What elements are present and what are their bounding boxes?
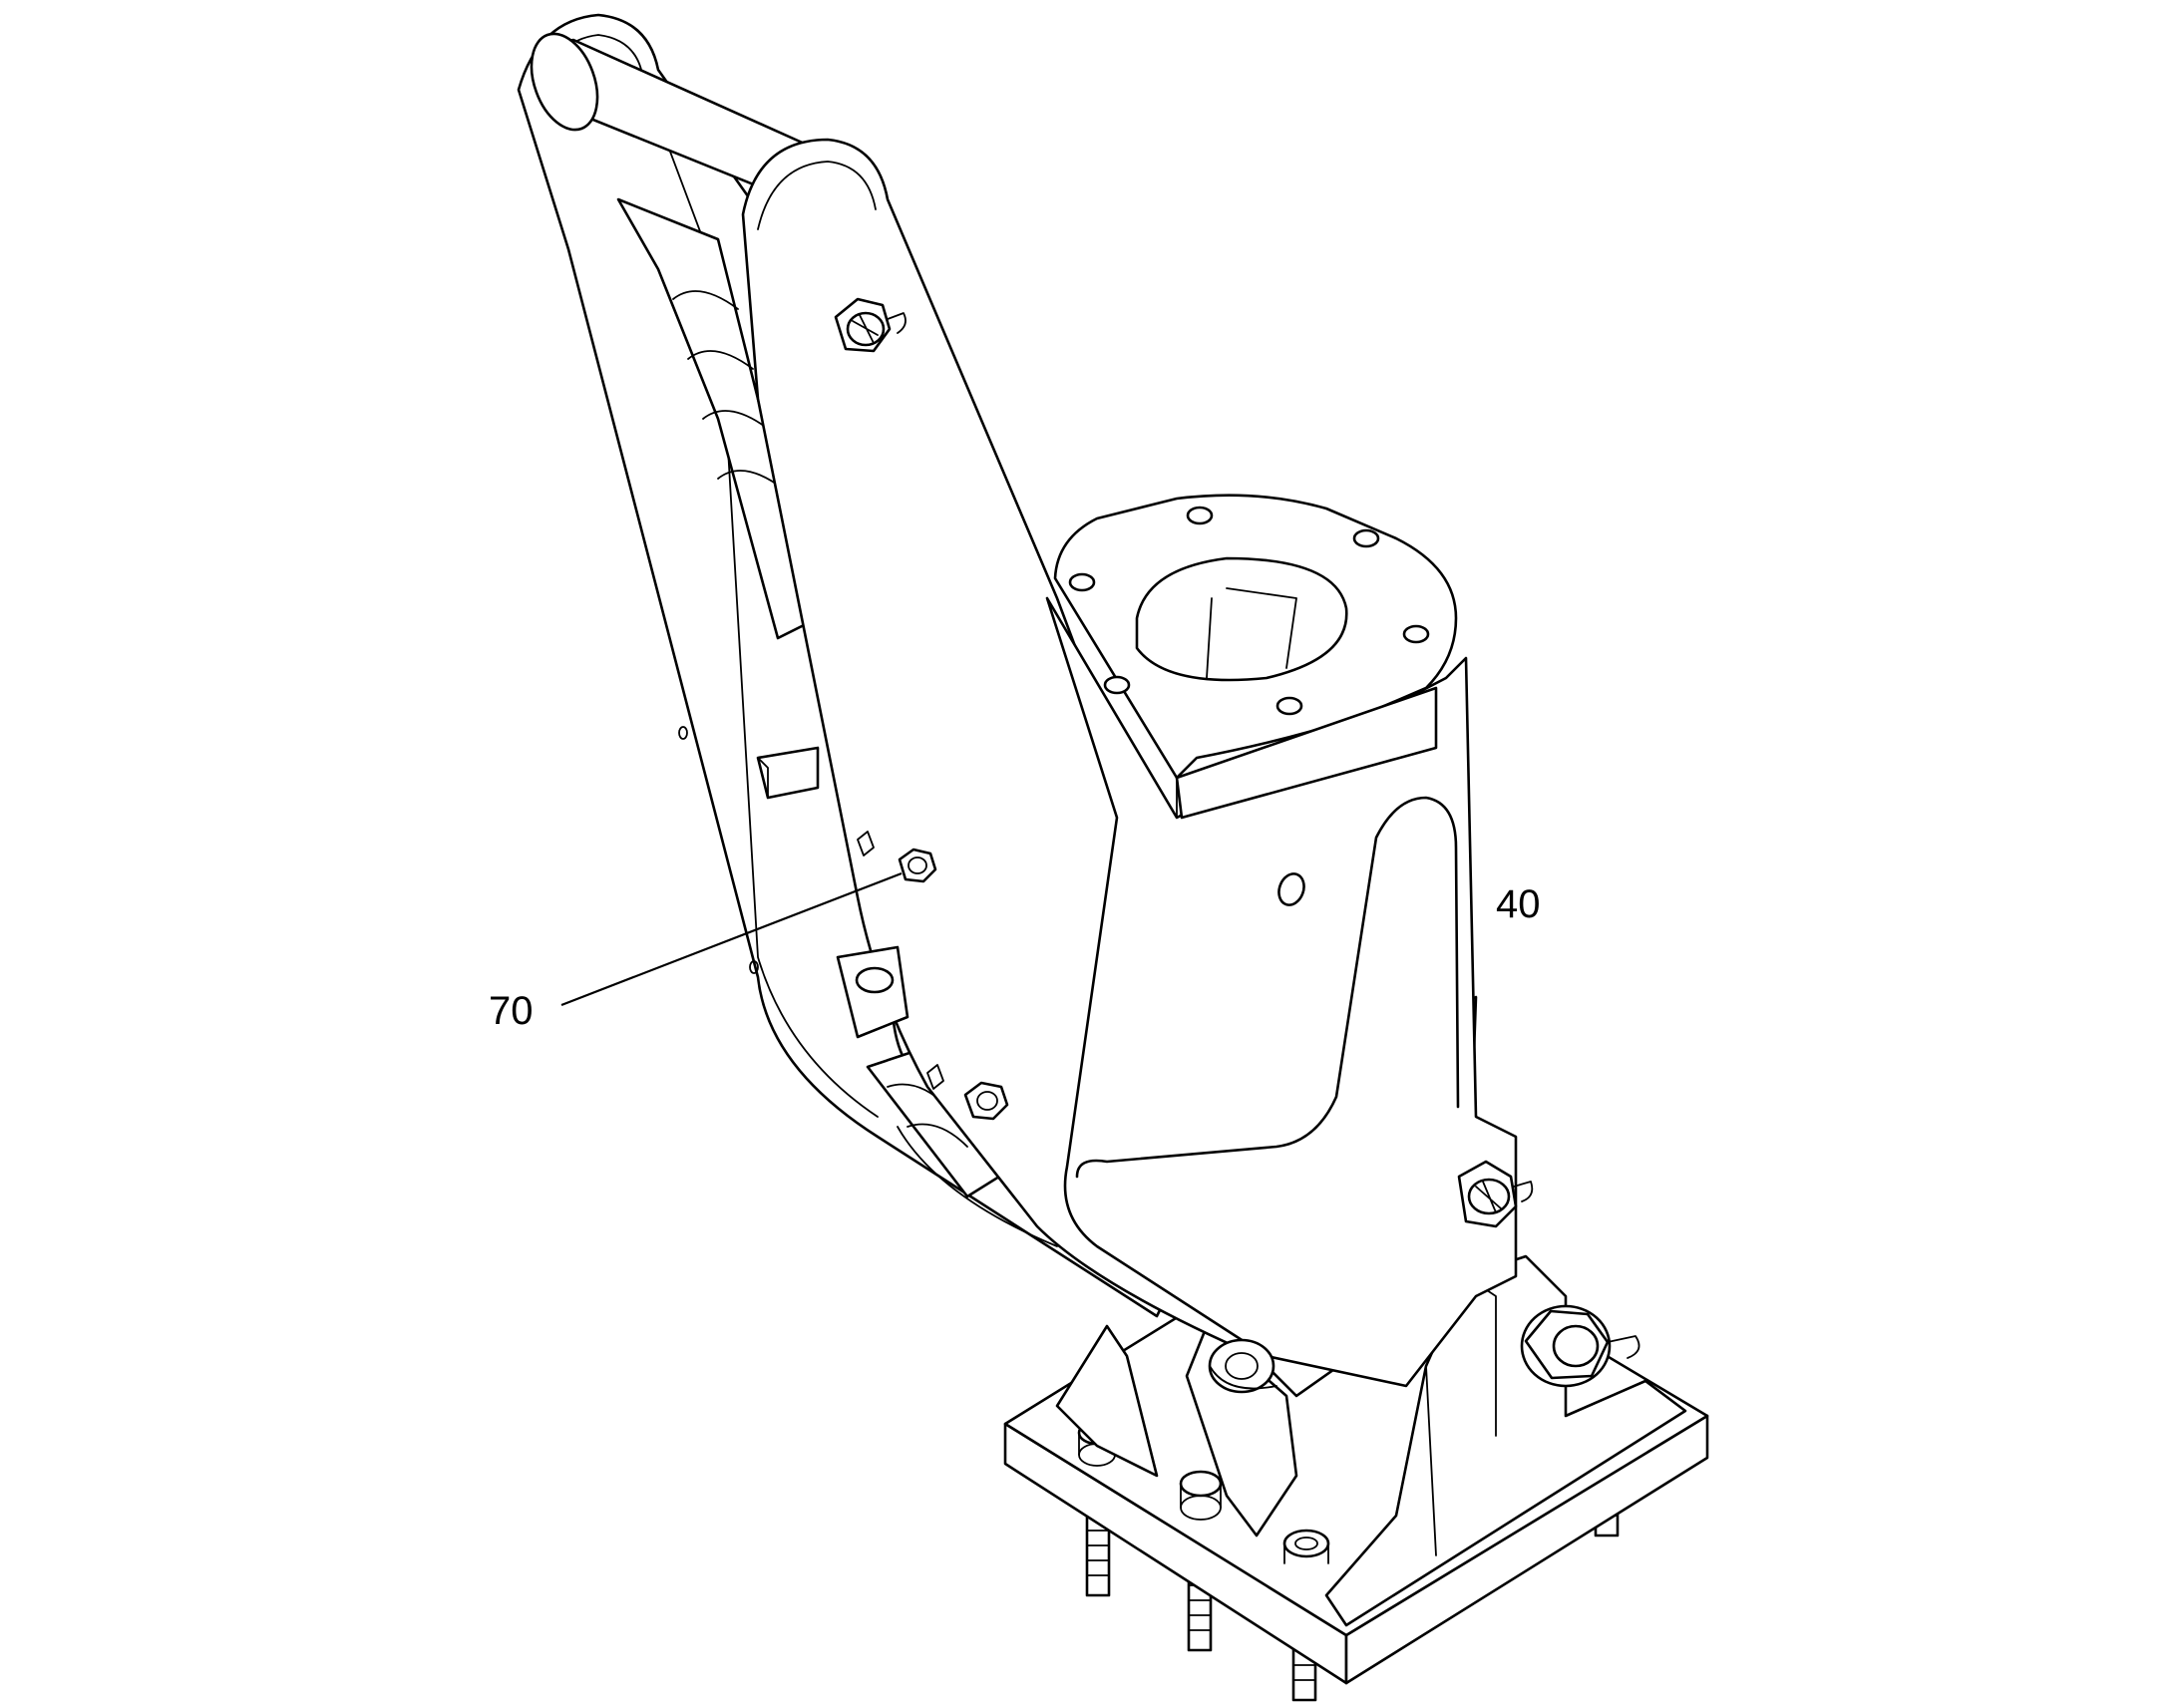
hex-nut-lower [926, 1064, 1009, 1121]
callout-40: 40 [1496, 882, 1541, 926]
callout-70: 70 [489, 989, 534, 1033]
socket-head-bolt [1179, 1470, 1223, 1521]
castle-nut-upper [834, 297, 907, 353]
socket-head-bolt [1282, 1529, 1330, 1564]
hex-nut-70 [857, 831, 937, 883]
housing-body [1045, 494, 1518, 1388]
leader-line-70 [560, 871, 903, 1007]
castle-nut-middle [1457, 1160, 1534, 1228]
pivot-pin-lower [1208, 1338, 1277, 1394]
castle-nut-lower [1520, 1304, 1640, 1388]
